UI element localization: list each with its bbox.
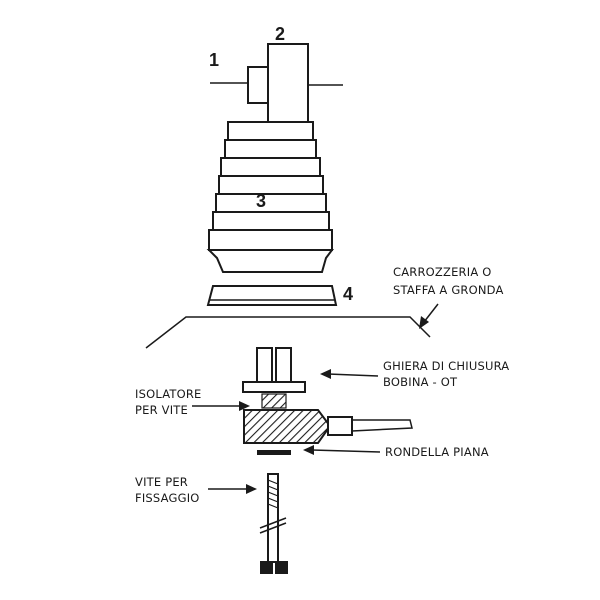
- label-ghiera-line2: BOBINA - OT: [383, 375, 458, 389]
- part-number-3: 3: [256, 191, 266, 211]
- label-vite-line2: FISSAGGIO: [135, 491, 200, 505]
- fixing-screw: [259, 473, 288, 574]
- label-isolatore-line2: PER VITE: [135, 403, 188, 417]
- part-number-2: 2: [275, 24, 285, 44]
- lock-ring-ghiera: [242, 347, 306, 393]
- arrow-rondella: [303, 445, 381, 455]
- label-ghiera-line1: GHIERA DI CHIUSURA: [383, 359, 509, 373]
- flat-washer: [257, 450, 291, 455]
- antenna-upper-assembly: [206, 43, 343, 306]
- label-isolatore-line1: ISOLATORE: [135, 387, 202, 401]
- label-rondella: RONDELLA PIANA: [385, 445, 489, 459]
- car-body-outline: [145, 316, 431, 349]
- label-vite-line1: VITE PER: [135, 475, 188, 489]
- arrow-isolatore: [192, 401, 250, 411]
- label-carrozzeria-line1: CARROZZERIA O: [393, 265, 492, 279]
- arrow-carrozzeria: [419, 303, 439, 329]
- base-plate-part-4: [206, 285, 338, 306]
- arrow-vite: [208, 484, 257, 494]
- arrow-ghiera: [320, 369, 379, 379]
- mast-part-2: [267, 43, 309, 125]
- cone-body-part-3: [206, 121, 334, 273]
- part-number-4: 4: [343, 284, 353, 304]
- part-number-1: 1: [209, 50, 219, 70]
- label-carrozzeria-line2: STAFFA A GRONDA: [393, 283, 504, 297]
- cable-connector: [243, 409, 413, 444]
- screw-insulator: [261, 393, 287, 409]
